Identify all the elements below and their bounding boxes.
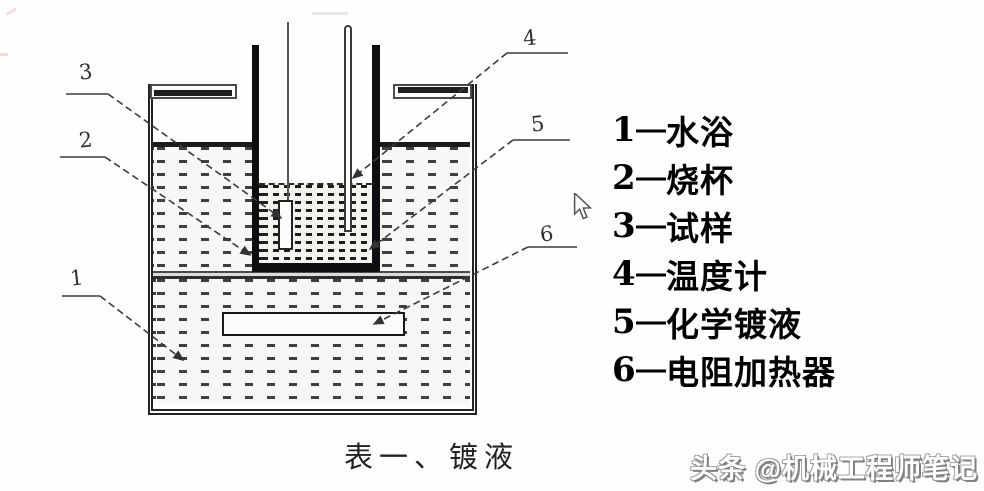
legend-item-beaker: 2 — 烧杯 — [612, 154, 836, 202]
beaker-support-shelf — [153, 271, 470, 279]
legend-dash: — — [636, 209, 666, 242]
legend-item-plating-solution: 5 — 化学镀液 — [612, 298, 836, 346]
figure-caption: 表一、镀液 — [344, 440, 520, 474]
diagram-label-6: 6 — [538, 221, 555, 247]
specimen-hanging-wire — [287, 22, 289, 200]
flange-bar — [154, 90, 232, 96]
legend-term: 化学镀液 — [666, 306, 802, 343]
legend-number: 3 — [612, 206, 636, 246]
water-bath-liquid-lower — [153, 279, 470, 404]
scan-artifact — [312, 12, 348, 15]
legend: 1 — 水浴 2 — 烧杯 3 — 试样 4 — 温度计 5 — 化学镀液 6 … — [612, 106, 836, 394]
diagram-label-5: 5 — [529, 111, 546, 137]
specimen — [278, 200, 293, 250]
plating-solution — [259, 183, 372, 263]
water-bath-liquid-upper-right — [380, 147, 470, 271]
scan-artifact — [0, 53, 8, 56]
watermark-text: 头条 @机械工程师笔记 — [690, 454, 978, 484]
legend-item-water-bath: 1 — 水浴 — [612, 106, 836, 154]
legend-term: 烧杯 — [666, 162, 734, 199]
legend-dash: — — [636, 161, 666, 194]
beaker — [252, 45, 380, 272]
resistance-heater — [222, 312, 405, 336]
legend-number: 2 — [612, 158, 636, 198]
legend-term: 水浴 — [666, 114, 734, 151]
scan-artifact — [5, 7, 18, 16]
water-level-line — [380, 142, 470, 147]
legend-dash: — — [636, 257, 666, 290]
vessel-left-flange — [150, 84, 237, 99]
diagram-label-1: 1 — [68, 265, 85, 291]
water-level-line — [153, 142, 253, 147]
legend-dash: — — [636, 305, 666, 338]
legend-number: 1 — [612, 110, 636, 150]
mouse-cursor-icon — [573, 193, 593, 220]
legend-term: 试样 — [666, 210, 734, 247]
legend-item-thermometer: 4 — 温度计 — [612, 250, 836, 298]
legend-number: 6 — [612, 350, 636, 390]
legend-dash: — — [636, 353, 666, 386]
legend-item-resistance-heater: 6 — 电阻加热器 — [612, 346, 836, 394]
diagram-label-4: 4 — [521, 25, 538, 51]
legend-term: 电阻加热器 — [666, 354, 836, 391]
legend-number: 4 — [612, 254, 636, 294]
legend-term: 温度计 — [666, 258, 768, 295]
vessel-right-flange — [393, 84, 472, 99]
legend-dash: — — [636, 113, 666, 146]
legend-number: 5 — [612, 302, 636, 342]
thermometer — [344, 25, 352, 232]
legend-item-specimen: 3 — 试样 — [612, 202, 836, 250]
water-bath-liquid-upper-left — [153, 147, 252, 271]
diagram-label-3: 3 — [77, 59, 94, 85]
flange-bar — [398, 87, 468, 93]
diagram-label-2: 2 — [77, 127, 94, 153]
